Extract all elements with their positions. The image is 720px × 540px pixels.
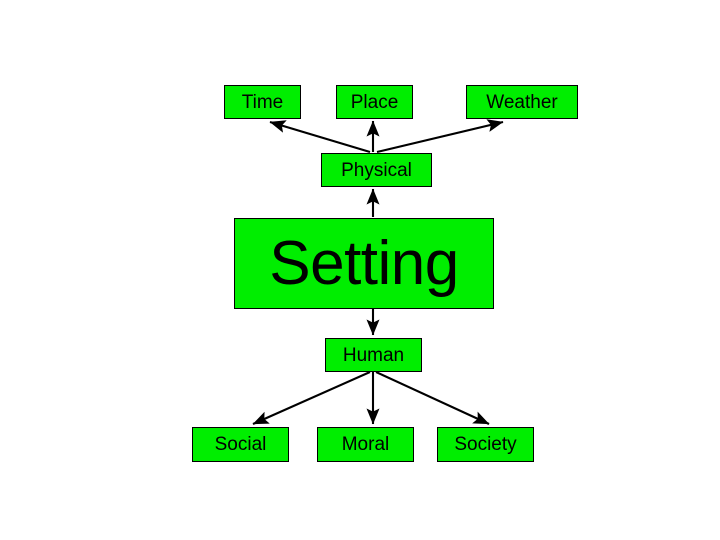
- node-physical[interactable]: Physical: [321, 153, 432, 187]
- node-moral-label: Moral: [341, 434, 390, 455]
- node-human-label: Human: [342, 344, 405, 366]
- arrow-physical-to-weather: [376, 119, 504, 154]
- arrow-human-to-society: [375, 371, 490, 425]
- node-weather-label: Weather: [486, 91, 558, 113]
- node-setting-label: Setting: [269, 228, 459, 298]
- node-time[interactable]: Time: [224, 85, 301, 119]
- node-social-label: Social: [214, 434, 267, 455]
- node-physical-label: Physical: [341, 159, 412, 181]
- node-place[interactable]: Place: [336, 85, 413, 119]
- node-moral[interactable]: Moral: [317, 427, 414, 462]
- node-setting[interactable]: Setting: [234, 218, 494, 309]
- node-society-label: Society: [454, 434, 517, 455]
- arrow-physical-to-time: [269, 120, 371, 154]
- node-time-label: Time: [241, 91, 284, 113]
- node-society[interactable]: Society: [437, 427, 534, 462]
- node-place-label: Place: [350, 91, 399, 113]
- node-social[interactable]: Social: [192, 427, 289, 462]
- node-human[interactable]: Human: [325, 338, 422, 372]
- arrow-human-to-social: [252, 371, 371, 425]
- node-weather[interactable]: Weather: [466, 85, 578, 119]
